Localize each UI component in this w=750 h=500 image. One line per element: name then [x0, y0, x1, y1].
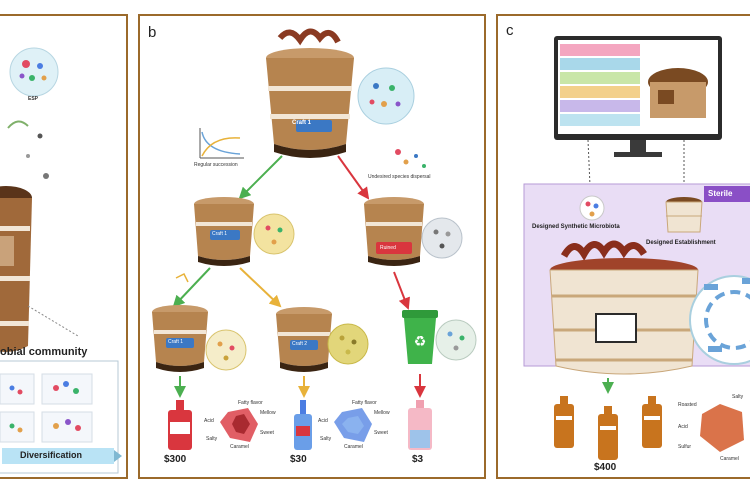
radar-mid-label-0: Fatty flavor	[352, 400, 377, 406]
panel-a: ESP obial community Diversification	[0, 14, 128, 479]
mid-right-microbe-circle	[421, 217, 463, 259]
bottom-left-barrel-label: Craft 1	[168, 339, 184, 345]
bottom-mid-barrel-label: Craft 2	[292, 341, 308, 347]
mid-right-barrel	[364, 197, 424, 266]
esp-label: ESP	[28, 96, 39, 102]
mid-left-barrel-label: Craft 1	[212, 231, 228, 237]
diversification-label: Diversification	[20, 450, 83, 460]
designed-synthetic-label: Designed Synthetic Microbiota	[532, 224, 620, 230]
sterile-label: Sterile	[708, 189, 733, 198]
community-title: obial community	[0, 346, 88, 358]
svg-text:♻: ♻	[414, 334, 427, 350]
panel-c-label: c	[506, 22, 514, 39]
bottle-c-2-icon	[598, 406, 618, 460]
radar-left-label-2: Acid	[204, 418, 214, 424]
radar-mid-label-3: Sweet	[374, 430, 388, 436]
bottle-left-icon	[168, 400, 192, 450]
price-left: $300	[164, 454, 187, 465]
bottom-left-barrel	[152, 305, 208, 372]
regular-succession-label: Regular succession	[194, 162, 238, 168]
large-barrel	[549, 240, 699, 375]
top-microbe-circle	[357, 67, 415, 125]
panel-a-graphics	[0, 47, 122, 474]
panel-c: c	[496, 14, 750, 479]
radar-left-label-4: Salty	[206, 436, 218, 442]
radar-c-label-4: Caramel	[720, 456, 739, 462]
panel-b-graphics: ♻	[152, 28, 477, 450]
price-c: $400	[594, 462, 617, 473]
bottle-c-1-icon	[554, 396, 574, 448]
radar-mid-label-4: Salty	[320, 436, 332, 442]
radar-mid-label-2: Acid	[318, 418, 328, 424]
radar-c-label-3: Sulfur	[678, 444, 692, 450]
esp-microbe-circle	[9, 47, 59, 97]
monitor-icon	[554, 36, 722, 157]
unwanted-dispersal-label: Undesired species dispersal	[368, 174, 431, 180]
panel-c-graphics	[523, 36, 750, 460]
radar-left-label-1: Mellow	[260, 410, 276, 416]
bottom-mid-microbe-circle	[327, 323, 369, 365]
bottle-c-3-icon	[642, 396, 662, 448]
bottle-right-icon	[408, 400, 432, 450]
mid-left-barrel	[194, 197, 254, 266]
radar-c-label-0: Roasted	[678, 402, 697, 408]
radar-c	[700, 404, 744, 452]
panel-b: b	[138, 14, 486, 479]
bottle-mid-icon	[294, 400, 312, 450]
designed-establishment-label: Designed Establishment	[646, 240, 716, 246]
bottom-right-microbe-circle	[435, 319, 477, 361]
radar-left-label-5: Caramel	[230, 444, 249, 450]
top-barrel-label: Craft 1	[292, 120, 312, 126]
bottom-mid-barrel	[276, 307, 332, 372]
diversification-bar	[2, 448, 114, 464]
succession-mini-chart	[199, 128, 244, 159]
bottom-left-microbe-circle	[205, 329, 247, 371]
price-right: $3	[412, 454, 424, 465]
synthetic-microbiota-circle	[579, 195, 605, 221]
panel-b-label: b	[148, 24, 157, 41]
mid-right-barrel-label: Ruined	[380, 245, 396, 251]
radar-mid-label-1: Mellow	[374, 410, 390, 416]
mid-left-microbe-circle	[253, 213, 295, 255]
radar-left-label-3: Sweet	[260, 430, 274, 436]
radar-c-label-2: Acid	[678, 424, 688, 430]
recycle-bin-icon: ♻	[402, 310, 438, 364]
sterile-badge	[704, 186, 750, 202]
price-mid: $30	[290, 454, 307, 465]
establishment-ring	[689, 275, 750, 365]
top-barrel	[266, 28, 354, 158]
radar-mid-label-5: Caramel	[344, 444, 363, 450]
radar-c-label-1: Salty	[732, 394, 744, 400]
radar-left-label-0: Fatty flavor	[238, 400, 263, 406]
